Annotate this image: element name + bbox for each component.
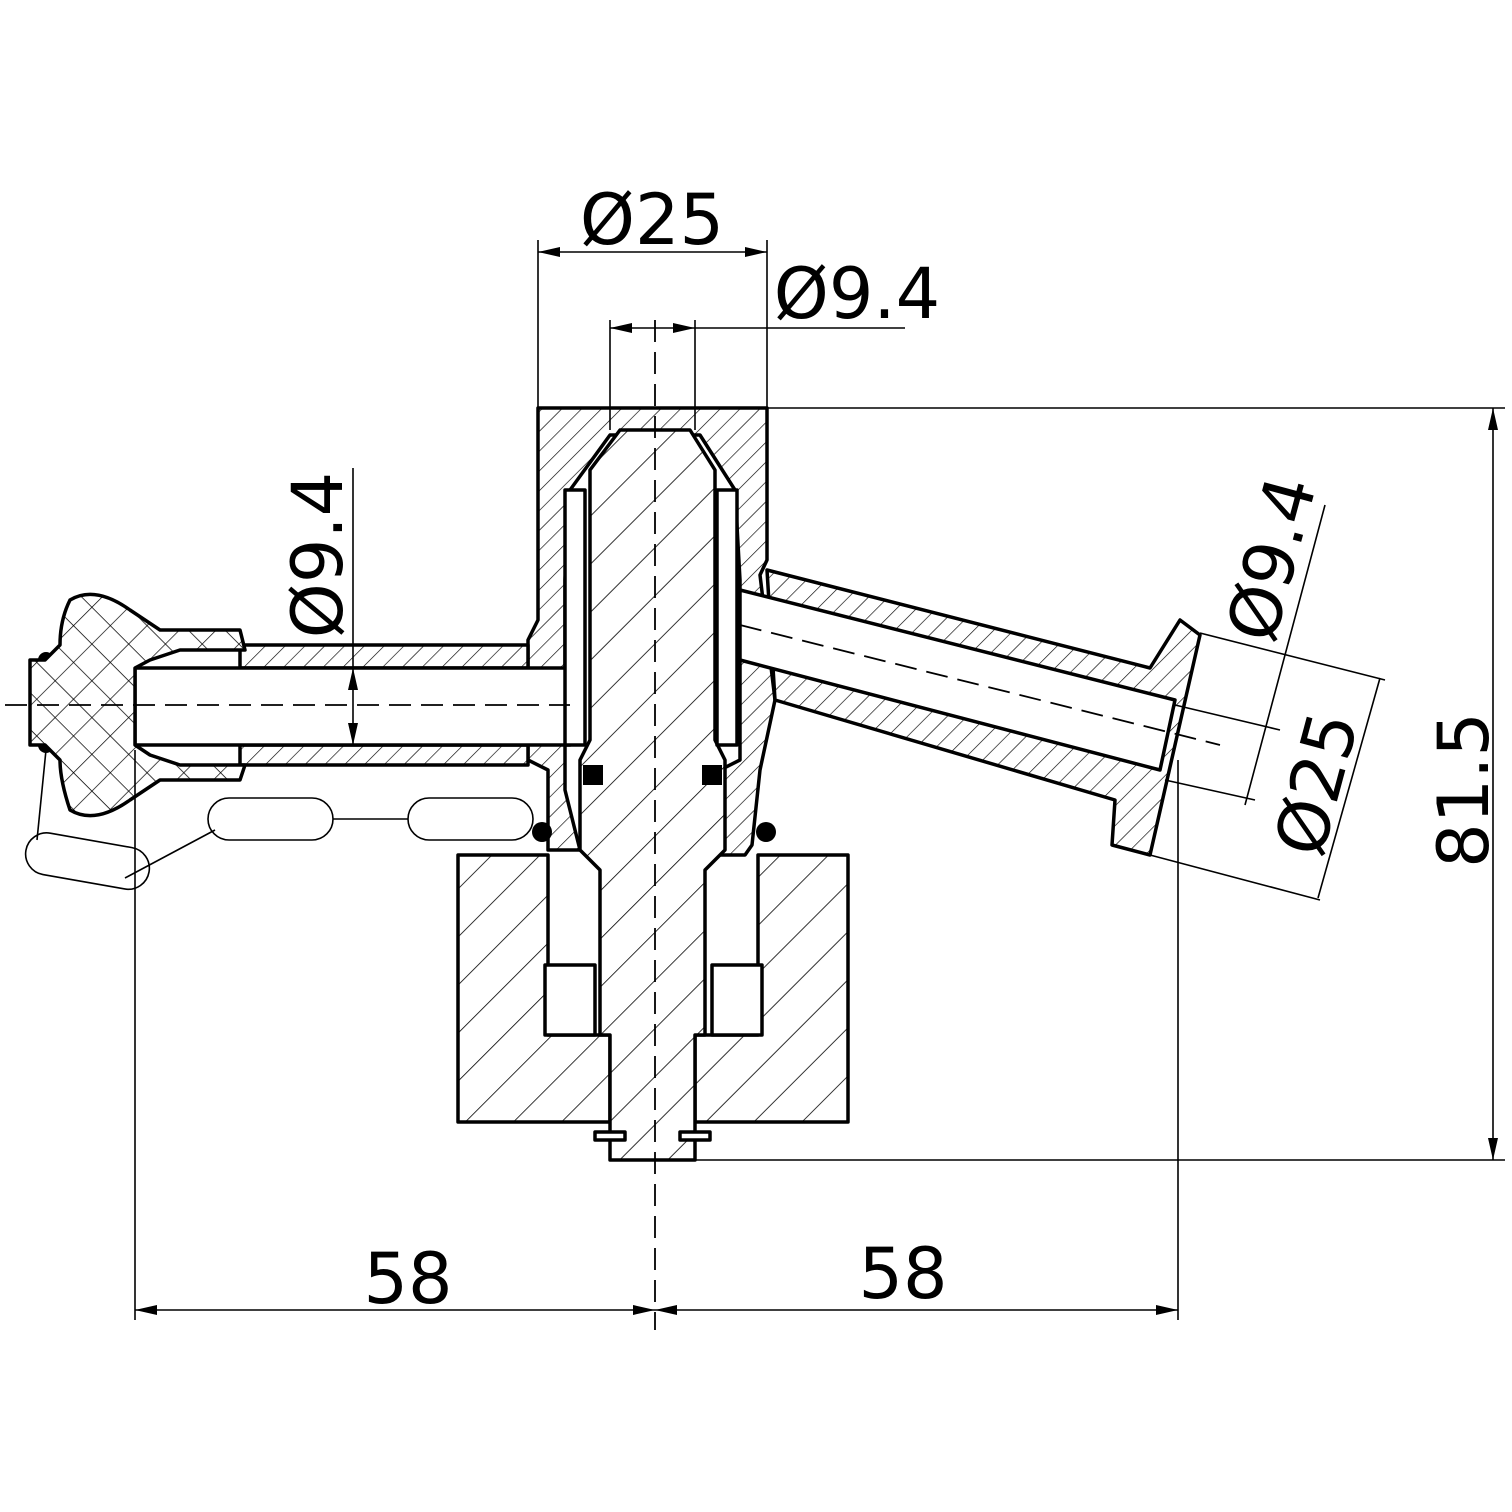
- clamp-lever: [24, 749, 534, 891]
- dim-left-bore-diameter: Ø9.4: [277, 472, 359, 638]
- dim-total-height: 81.5: [1423, 712, 1505, 868]
- shaft: [543, 428, 764, 1162]
- clamp-knob: [28, 592, 247, 818]
- bottom-nut: [456, 853, 850, 1124]
- dim-top-bore-diameter: Ø9.4: [774, 253, 940, 335]
- dim-right-offset: 58: [858, 1233, 947, 1315]
- arrowheads: [135, 247, 1498, 1315]
- dim-right-bore-diameter: Ø9.4: [1211, 468, 1333, 650]
- dim-left-offset: 58: [363, 1238, 452, 1320]
- dim-top-outer-diameter: Ø25: [580, 179, 724, 261]
- center-lines: [5, 320, 1221, 1330]
- dim-right-flange-diameter: Ø25: [1259, 704, 1376, 864]
